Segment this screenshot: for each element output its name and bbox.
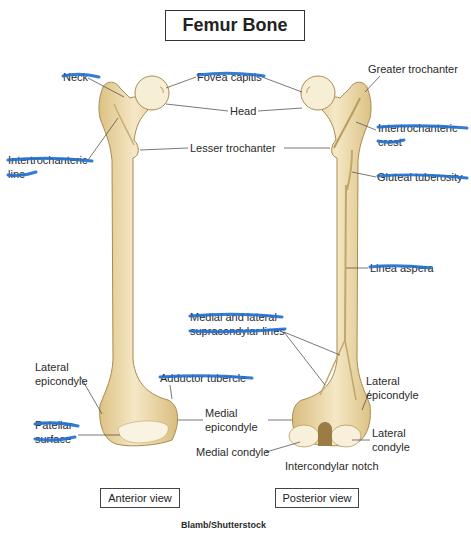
supracondylar-ridge xyxy=(345,340,356,400)
femur-outline xyxy=(99,82,178,446)
part-label: Lateral epicondyle xyxy=(366,374,428,402)
femoral-head xyxy=(301,76,335,110)
credit-text: Blamb/Shutterstock xyxy=(181,518,266,532)
part-label: Intertrochanteric crest xyxy=(378,121,468,149)
title-text: Femur Bone xyxy=(182,15,287,36)
leader-line xyxy=(166,77,196,88)
part-label: Medial and lateral supracondylar lines xyxy=(190,310,290,338)
patellar-surface-shape xyxy=(118,421,168,443)
leader-line xyxy=(258,108,302,111)
leader-line xyxy=(346,268,368,269)
anterior-femur xyxy=(99,76,178,446)
part-label: Medial epicondyle xyxy=(205,406,267,434)
part-label: Head xyxy=(230,104,256,118)
gluteal-ridge xyxy=(347,150,352,190)
part-label: Patellar surface xyxy=(35,418,90,446)
part-label: Intertrochanteric line xyxy=(8,153,98,181)
leader-line xyxy=(88,118,118,160)
posterior-femur xyxy=(292,76,371,446)
view-box: Anterior view xyxy=(100,488,180,508)
femoral-head xyxy=(135,76,169,110)
leader-lines xyxy=(78,76,380,452)
part-label: Linea aspera xyxy=(370,261,434,275)
leader-line xyxy=(352,440,370,441)
title-box: Femur Bone xyxy=(165,10,305,41)
lateral-condyle-shape xyxy=(331,425,361,447)
part-label: Gluteal tuberosity xyxy=(377,170,463,184)
part-label: Lateral condyle xyxy=(372,426,432,454)
leader-line xyxy=(352,172,376,177)
leader-line xyxy=(262,77,302,92)
leader-line xyxy=(78,435,120,436)
fovea-pit xyxy=(160,87,163,93)
leader-line xyxy=(284,148,330,149)
leader-line xyxy=(166,104,228,111)
leader-line xyxy=(284,332,340,355)
highlighter-strokes xyxy=(8,73,467,440)
view-box: Posterior view xyxy=(275,488,359,508)
leader-line xyxy=(356,122,376,130)
linea-aspera-ridge xyxy=(345,185,346,340)
leader-line xyxy=(284,332,325,385)
leader-line xyxy=(88,78,124,97)
fovea-pit xyxy=(307,87,310,93)
view-label: Posterior view xyxy=(282,492,351,504)
part-label: Intercondylar notch xyxy=(285,459,379,473)
part-label: Adductor tubercle xyxy=(160,371,246,385)
leader-line xyxy=(268,420,292,421)
part-label: Neck xyxy=(63,70,88,84)
leader-line xyxy=(365,76,380,92)
intercondylar-notch-shape xyxy=(318,422,332,446)
part-label: Greater trochanter xyxy=(368,62,458,76)
intertrochanteric-crest-ridge xyxy=(334,98,360,148)
part-label: Medial condyle xyxy=(196,445,269,459)
view-label: Anterior view xyxy=(108,492,172,504)
leader-line xyxy=(178,420,203,421)
intertrochanteric-ridge xyxy=(114,104,134,145)
leader-line xyxy=(140,148,188,150)
part-label: Fovea capitis xyxy=(197,70,262,84)
leader-line xyxy=(266,442,300,452)
part-label: Lesser trochanter xyxy=(190,141,276,155)
femur-outline xyxy=(292,82,371,446)
leader-line xyxy=(170,385,172,399)
part-label: Lateral epicondyle xyxy=(35,360,95,388)
